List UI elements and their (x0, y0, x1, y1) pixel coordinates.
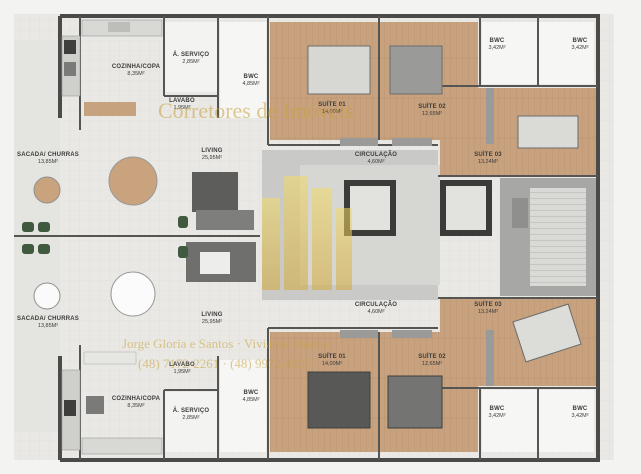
watermark-title: Corretores de Imóveis (158, 98, 354, 123)
watermark-phones: (48) 7172-2261 · (48) 9972-4207 (138, 356, 312, 371)
watermark-names: Jorge Gloria e Santos · Vivianne Duarte (122, 336, 330, 351)
exterior-walls (58, 14, 600, 462)
watermark-logo (262, 176, 352, 290)
